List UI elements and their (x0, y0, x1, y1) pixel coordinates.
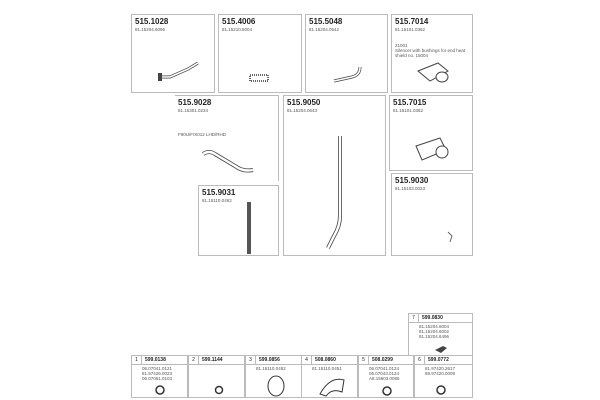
accessory-index: 7 (409, 314, 419, 322)
part-number: 515.9031 (202, 188, 236, 197)
pipe-drawing (201, 150, 254, 173)
clamp-icon (382, 386, 392, 396)
strap-icon (319, 378, 345, 397)
heat-shield-drawing (247, 202, 251, 254)
accessory-number: 599.0772 (428, 357, 449, 363)
part-number: 515.5048 (309, 17, 343, 26)
accessory-index: 4 (302, 356, 312, 364)
pipe-drawing (333, 66, 362, 83)
accessory-code: 06.07061.0103 (142, 376, 173, 381)
part-note: F90U/F/X012 LHD/RHD (178, 132, 227, 137)
accessory-code: 81.97420.2617 (425, 366, 456, 371)
part-number: 515.4006 (222, 17, 256, 26)
accessory-index: 1 (132, 356, 142, 364)
part-number: 515.7014 (395, 17, 429, 26)
accessory-code: 06.07041.0124 (369, 366, 400, 371)
part-box-515-1028[interactable]: 515.1028 81.15204.6096 (131, 14, 215, 93)
clamp-icon (435, 346, 447, 353)
accessory-code: 06.07043.0124 (369, 371, 400, 376)
part-note: Silencer with bushings for end heat shie… (395, 48, 466, 58)
ring-icon (267, 375, 285, 397)
accessory-index: 3 (246, 356, 256, 364)
part-box-515-7015[interactable]: 515.7015 81.15101.0362 (389, 95, 473, 171)
part-box-515-9031[interactable]: 515.9031 81.15110.0462 (198, 185, 279, 256)
accessory-code: 89.97420.0008 (425, 371, 456, 376)
accessory-code: 06.07041.0121 (142, 366, 173, 371)
tailpipe-drawing (326, 136, 342, 249)
accessory-number: 599.1144 (202, 357, 223, 363)
part-code: 81.15210.5004 (222, 27, 253, 32)
accessory-code: 81.15204.6002 (419, 329, 450, 334)
accessory-index: 2 (189, 356, 199, 364)
accessory-number: 508.0860 (315, 357, 336, 363)
part-box-515-7014[interactable]: 515.7014 81.15101.0362 21001 Silencer wi… (391, 14, 473, 93)
pipe-end-drawing (447, 231, 453, 243)
part-code: 81.15204.6096 (135, 27, 166, 32)
flex-pipe-drawing (249, 74, 269, 82)
accessory-index: 6 (415, 356, 425, 364)
part-number: 515.9030 (395, 176, 429, 185)
part-code: 81.15301.0234 (178, 108, 209, 113)
part-number: 515.7015 (393, 98, 427, 107)
accessory-code: 81.97426.0023 (142, 371, 173, 376)
accessory-number: 508.0299 (372, 357, 393, 363)
part-box-515-4006[interactable]: 515.4006 81.15210.5004 (218, 14, 302, 93)
part-code: 81.15204.0542 (309, 27, 340, 32)
accessory-code: A8.15603.0085 (369, 376, 400, 381)
accessory-number: 599.0830 (422, 315, 443, 321)
part-number: 515.1028 (135, 17, 169, 26)
part-code: 81.15103.0023 (395, 186, 426, 191)
part-box-515-5048[interactable]: 515.5048 81.15204.0542 (305, 14, 388, 93)
part-code: 81.15101.0362 (395, 27, 426, 32)
accessory-number: 599.0856 (259, 357, 280, 363)
accessory-code: 81.15204.6004 (419, 324, 450, 329)
part-code: 81.15101.0362 (393, 108, 424, 113)
part-number: 515.9028 (178, 98, 212, 107)
part-box-515-9028[interactable]: 515.9028 81.15301.0234 F90U/F/X012 LHD/R… (175, 95, 279, 181)
silencer-drawing (417, 62, 449, 83)
part-code: 81.15110.0462 (202, 198, 232, 203)
part-box-515-9050[interactable]: 515.9050 81.15204.0643 (283, 95, 386, 256)
part-number: 515.9050 (287, 98, 321, 107)
accessory-code: 81.15110.0451 (312, 366, 342, 371)
clamp-icon (436, 385, 446, 395)
clamp-icon (214, 385, 224, 395)
part-box-515-9030[interactable]: 515.9030 81.15103.0023 (391, 173, 473, 256)
accessory-index: 5 (359, 356, 369, 364)
clamp-icon (155, 385, 165, 395)
accessory-code: 81.15110.0452 (256, 366, 286, 371)
pipe-drawing (158, 61, 199, 81)
accessory-number: 599.0138 (145, 357, 166, 363)
silencer-drawing (415, 137, 449, 161)
note-id: 21001 (395, 43, 408, 48)
part-code: 81.15204.0643 (287, 108, 318, 113)
accessory-code: 81.15204.6496 (419, 334, 450, 339)
